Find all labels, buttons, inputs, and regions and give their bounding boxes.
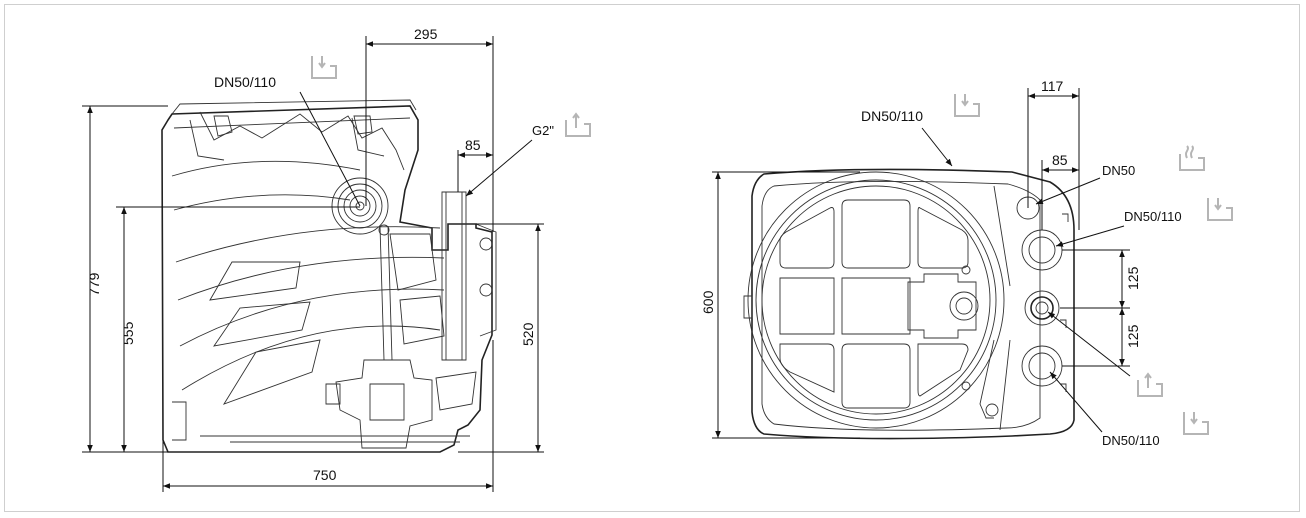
label-top-inlet-lower: DN50/110 (1102, 433, 1160, 448)
side-view-tank-outline (161, 99, 497, 453)
outflow-icon (565, 113, 591, 137)
dim-top-117: 117 (1041, 78, 1064, 94)
inflow-icon (954, 93, 980, 117)
dim-side-height: 779 (86, 272, 102, 296)
dim-top-spacing-1: 125 (1125, 266, 1141, 290)
dim-side-inlet-height: 555 (120, 321, 136, 345)
dim-top-spacing-2: 125 (1125, 324, 1141, 348)
inflow-icon (1207, 197, 1233, 221)
vent-icon (1179, 145, 1205, 171)
dim-side-top: 295 (414, 26, 438, 42)
outflow-icon (1137, 373, 1163, 397)
inflow-icon (1183, 411, 1209, 435)
dim-side-width: 750 (313, 467, 337, 483)
label-top-inlet-upper: DN50/110 (1124, 209, 1182, 224)
top-view: 117 85 600 125 125 DN50/110 DN50 (700, 78, 1233, 448)
label-top-vent: DN50 (1102, 163, 1135, 178)
label-side-inlet: DN50/110 (214, 74, 276, 90)
side-view: 295 85 779 555 520 750 (82, 26, 591, 492)
dim-side-outlet: 85 (465, 137, 481, 153)
label-side-outlet: G2" (532, 123, 554, 138)
inflow-icon (311, 55, 337, 79)
dim-side-outlet-height: 520 (520, 322, 536, 346)
dim-top-depth: 600 (700, 290, 716, 314)
top-view-tank-outline (743, 168, 1075, 440)
dim-top-85: 85 (1052, 152, 1068, 168)
label-top-inlet: DN50/110 (861, 108, 923, 124)
drawing-frame (4, 4, 1300, 512)
